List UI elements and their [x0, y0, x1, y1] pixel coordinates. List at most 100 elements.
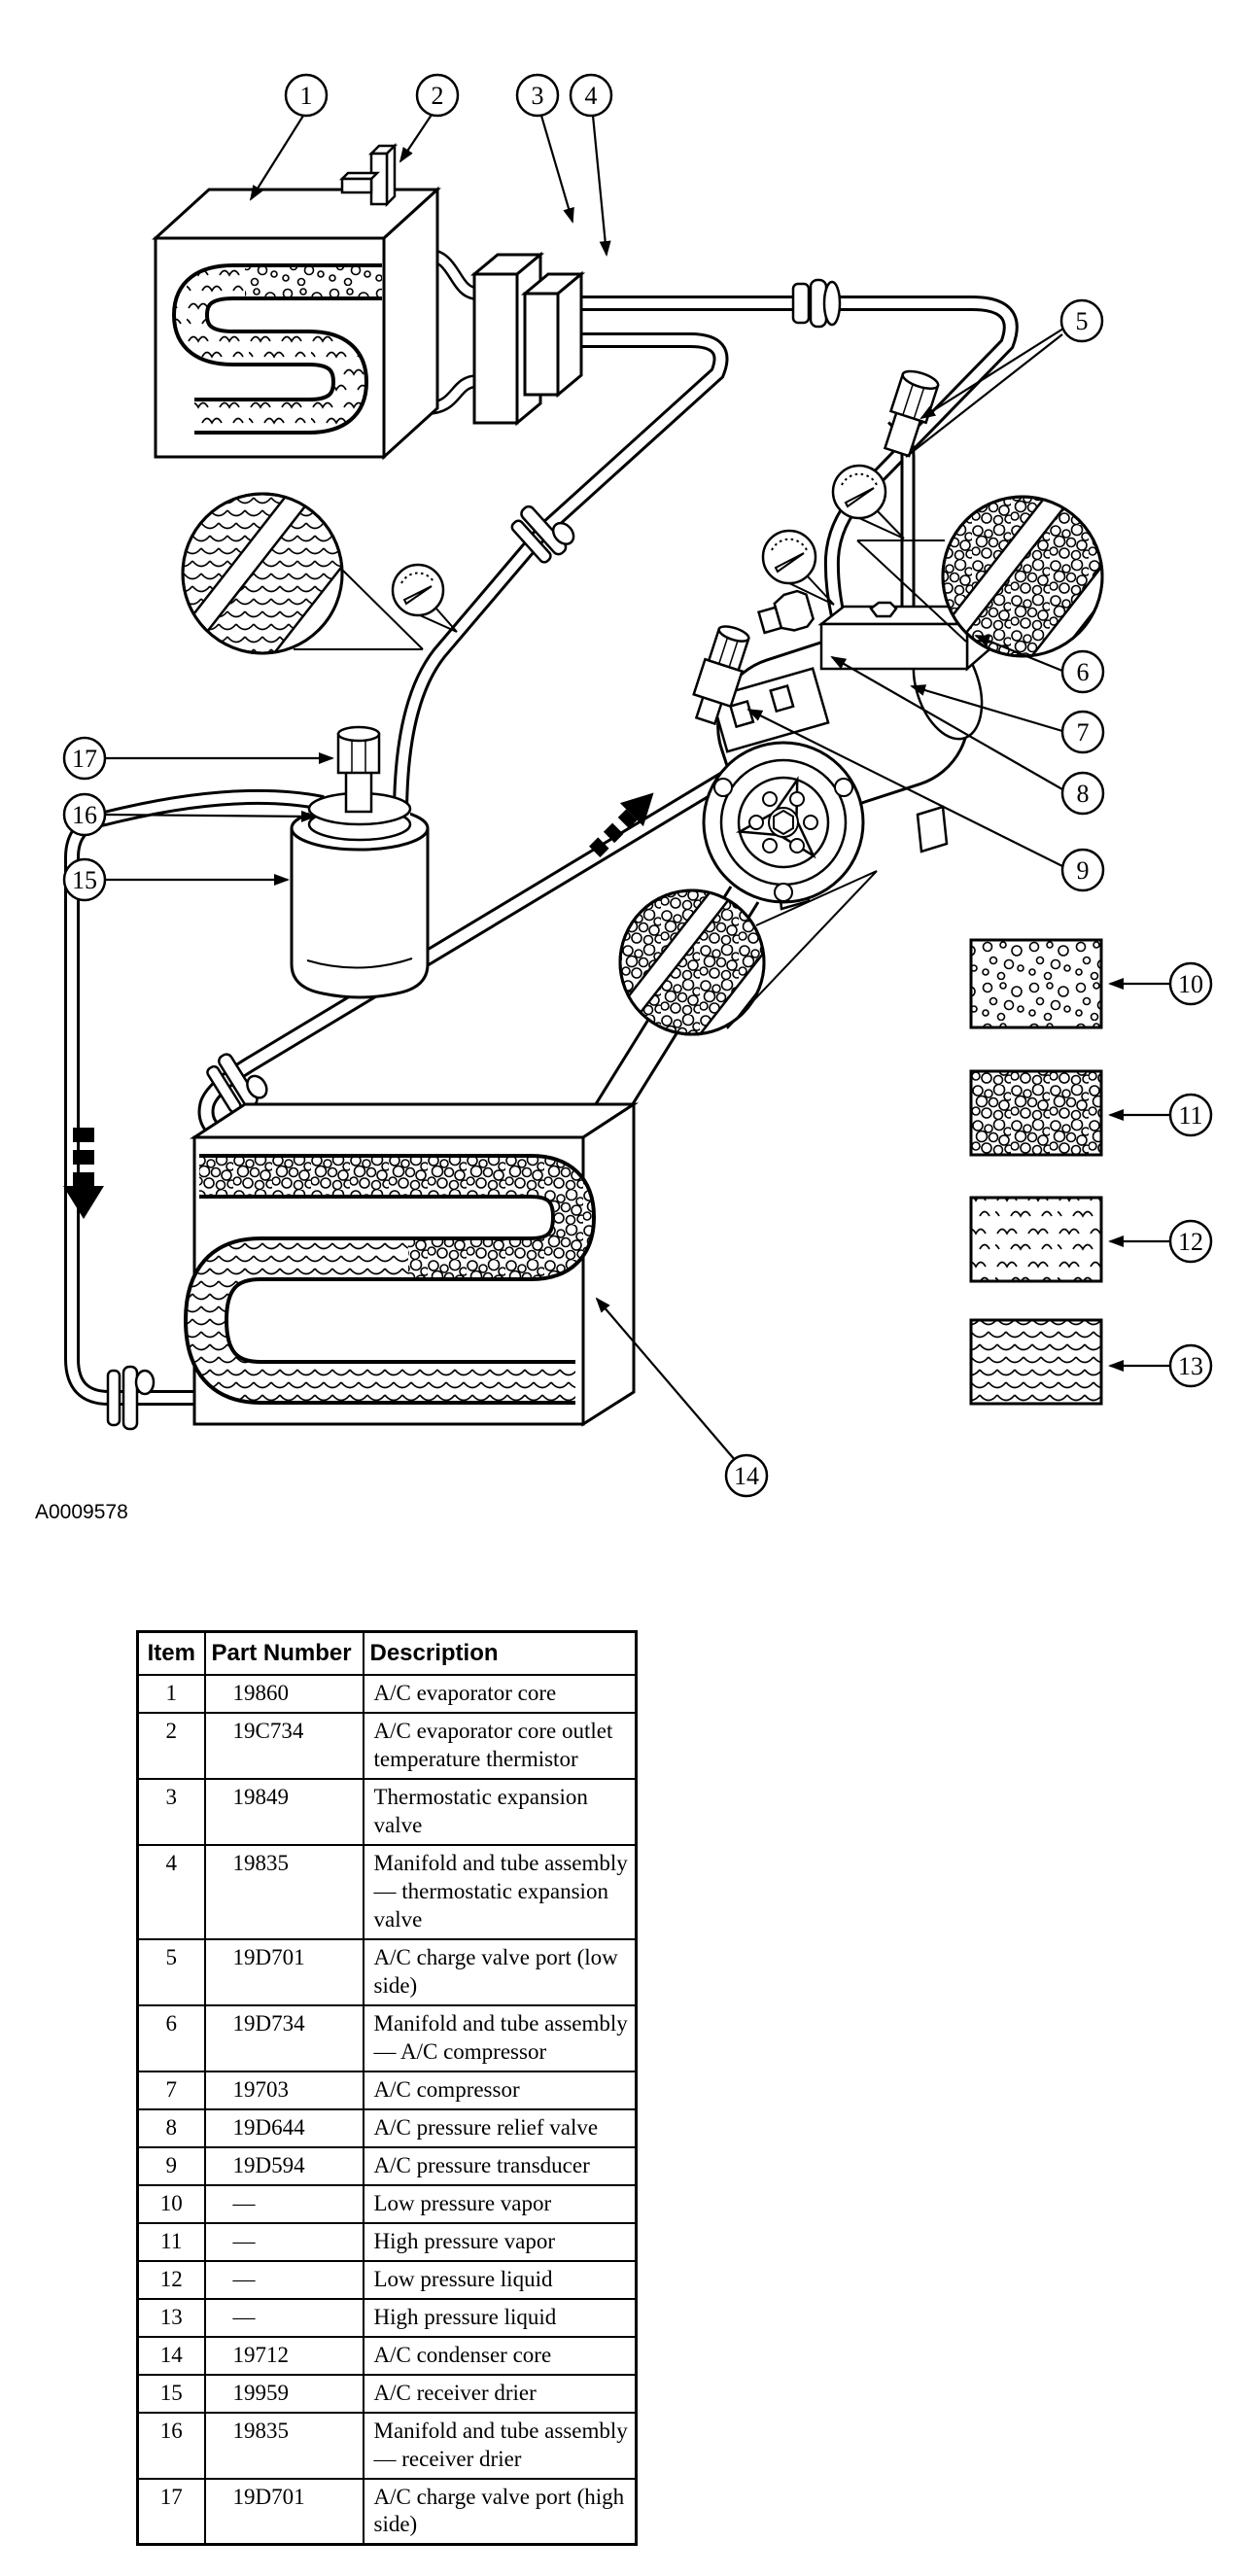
- column-header-description: Description: [362, 1630, 638, 1677]
- table-cell: Manifold and tube assembly — receiver dr…: [362, 2411, 638, 2480]
- compressor: [692, 589, 993, 911]
- callout-17: 17: [62, 736, 107, 781]
- table-cell: A/C pressure transducer: [362, 2145, 638, 2186]
- table-header-row: Item Part Number Description: [136, 1630, 638, 1677]
- callout-balloons: 1 2 3 4 5 6 7 8 9 10 11 12 13 14 15 16 1…: [62, 73, 1213, 1498]
- callout-leader-lines: [104, 111, 1170, 1462]
- table-cell: 11: [136, 2221, 206, 2262]
- callout-2: 2: [415, 73, 460, 118]
- table-cell: 19D701: [203, 1937, 364, 2006]
- condenser-core: [183, 1101, 640, 1427]
- table-cell: —: [203, 2297, 364, 2338]
- svg-text:12: 12: [1178, 1228, 1203, 1256]
- table-cell: —: [203, 2259, 364, 2300]
- table-cell: 8: [136, 2107, 206, 2148]
- table-cell: A/C evaporator core: [362, 1674, 638, 1715]
- svg-text:5: 5: [1076, 307, 1089, 335]
- callout-13: 13: [1168, 1343, 1213, 1388]
- svg-text:13: 13: [1178, 1352, 1203, 1380]
- pipe-clamp: [510, 505, 575, 564]
- svg-text:8: 8: [1077, 780, 1090, 808]
- liquid-pipe-drier-to-valve: [393, 332, 729, 818]
- table-cell: A/C charge valve port (low side): [362, 1937, 638, 2006]
- svg-text:6: 6: [1077, 658, 1090, 686]
- callout-15: 15: [62, 857, 107, 902]
- high-side-charge-valve: [336, 725, 381, 814]
- table-cell: 19835: [203, 1844, 364, 1940]
- table-cell: Thermostatic expansion valve: [362, 1778, 638, 1847]
- pipe-clamp: [106, 1365, 156, 1431]
- gauge-icon: [391, 563, 458, 633]
- expansion-valve-manifold: [469, 251, 586, 427]
- table-cell: 19703: [203, 2070, 364, 2110]
- flow-arrow-down: [589, 792, 654, 857]
- callout-7: 7: [1060, 710, 1105, 754]
- svg-text:15: 15: [72, 866, 97, 894]
- table-cell: 16: [136, 2411, 206, 2480]
- svg-text:17: 17: [72, 745, 97, 773]
- callout-16: 16: [62, 792, 107, 837]
- thermistor: [338, 142, 399, 208]
- svg-text:11: 11: [1178, 1101, 1202, 1130]
- table-cell: 19959: [203, 2373, 364, 2414]
- column-header-item: Item: [136, 1630, 206, 1677]
- table-cell: Low pressure vapor: [362, 2183, 638, 2224]
- pressure-relief-valve: [757, 589, 815, 635]
- table-cell: A/C charge valve port (high side): [362, 2477, 638, 2546]
- ac-system-diagram: 1 2 3 4 5 6 7 8 9 10 11 12 13 14 15 16 1…: [35, 73, 1213, 1523]
- detail-balloon-liquid: [181, 492, 424, 655]
- svg-text:4: 4: [585, 82, 598, 110]
- table-cell: 14: [136, 2335, 206, 2376]
- evaporator-core: [152, 186, 480, 461]
- table-row: 12—Low pressure liquid: [136, 2259, 638, 2300]
- table-cell: High pressure vapor: [362, 2221, 638, 2262]
- svg-text:14: 14: [734, 1462, 759, 1490]
- legend-swatch-high-pressure-vapor: [969, 1069, 1103, 1157]
- table-cell: —: [203, 2221, 364, 2262]
- callout-6: 6: [1060, 649, 1105, 694]
- compressor-manifold: [817, 601, 993, 672]
- compressor-pulley: [702, 741, 865, 904]
- pressure-transducer: [692, 625, 750, 726]
- figure-label: A0009578: [35, 1501, 128, 1523]
- callout-14: 14: [724, 1453, 769, 1498]
- table-cell: 15: [136, 2373, 206, 2414]
- table-cell: 19D701: [203, 2477, 364, 2546]
- table-cell: 19860: [203, 1674, 364, 1715]
- table-cell: 1: [136, 1674, 206, 1715]
- gauge-icon: [761, 529, 835, 606]
- column-header-part-number: Part Number: [203, 1630, 364, 1677]
- callout-8: 8: [1060, 771, 1105, 816]
- legend-swatch-low-pressure-liquid: [969, 1196, 1103, 1283]
- svg-text:2: 2: [432, 82, 444, 110]
- condenser-tube: [183, 1154, 597, 1405]
- callout-9: 9: [1060, 848, 1105, 892]
- callout-11: 11: [1168, 1093, 1213, 1137]
- svg-text:3: 3: [532, 82, 544, 110]
- svg-text:9: 9: [1077, 856, 1090, 885]
- table-cell: 2: [136, 1712, 206, 1781]
- gauge-icon: [831, 464, 905, 540]
- table-row: 13—High pressure liquid: [136, 2297, 638, 2338]
- callout-12: 12: [1168, 1219, 1213, 1264]
- table-cell: 19C734: [203, 1712, 364, 1781]
- table-cell: 6: [136, 2003, 206, 2072]
- svg-text:16: 16: [72, 801, 97, 829]
- table-cell: 19D644: [203, 2107, 364, 2148]
- pipe-union: [791, 278, 842, 329]
- table-cell: 7: [136, 2070, 206, 2110]
- svg-text:7: 7: [1077, 718, 1090, 747]
- callout-1: 1: [284, 73, 329, 118]
- table-cell: A/C pressure relief valve: [362, 2107, 638, 2148]
